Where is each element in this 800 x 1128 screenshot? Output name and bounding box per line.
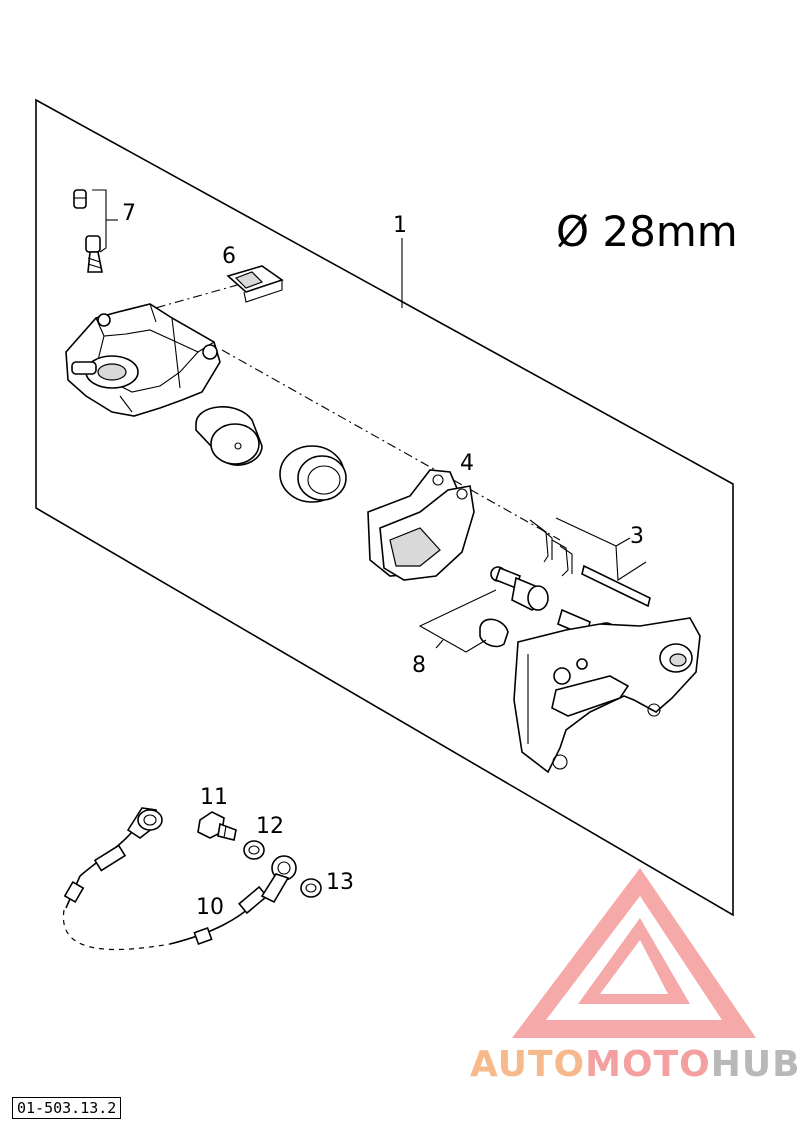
spring-plate [226,265,284,303]
callout-4: 4 [460,451,474,476]
caliper-bracket [513,617,701,774]
brake-hose [62,807,297,951]
callout-12: 12 [256,814,284,839]
callout-7: 7 [122,201,136,226]
callout-8: 8 [412,653,426,678]
bleed-screws [73,189,118,273]
brake-piston [195,406,263,466]
leader-3b [615,537,631,547]
sealing-washers [243,840,322,898]
banjo-bolt [197,811,237,841]
caliper-body [65,303,221,417]
callout-3: 3 [630,524,644,549]
piston-seal [279,445,347,503]
assembly-frame [35,98,734,917]
leader-8 [418,589,497,653]
callout-11: 11 [200,785,228,810]
pad-pins [529,519,651,608]
watermark-logo [512,868,756,1038]
watermark-hub: HUB [710,1044,800,1085]
callout-1: 1 [393,213,407,238]
watermark-moto: MOTO [585,1044,711,1085]
piston-diameter-label: Ø 28mm [556,207,738,256]
document-code: 01-503.13.2 [12,1097,122,1119]
watermark-text: AUTOMOTOHUB [470,1044,800,1085]
assembly-axis [221,349,561,541]
callout-13: 13 [326,870,354,895]
watermark-auto: AUTO [470,1044,586,1085]
leader-8b [435,639,444,649]
callout-6: 6 [222,244,236,269]
brake-pads [367,469,475,581]
callout-10: 10 [196,895,224,920]
leader-3 [555,517,647,581]
